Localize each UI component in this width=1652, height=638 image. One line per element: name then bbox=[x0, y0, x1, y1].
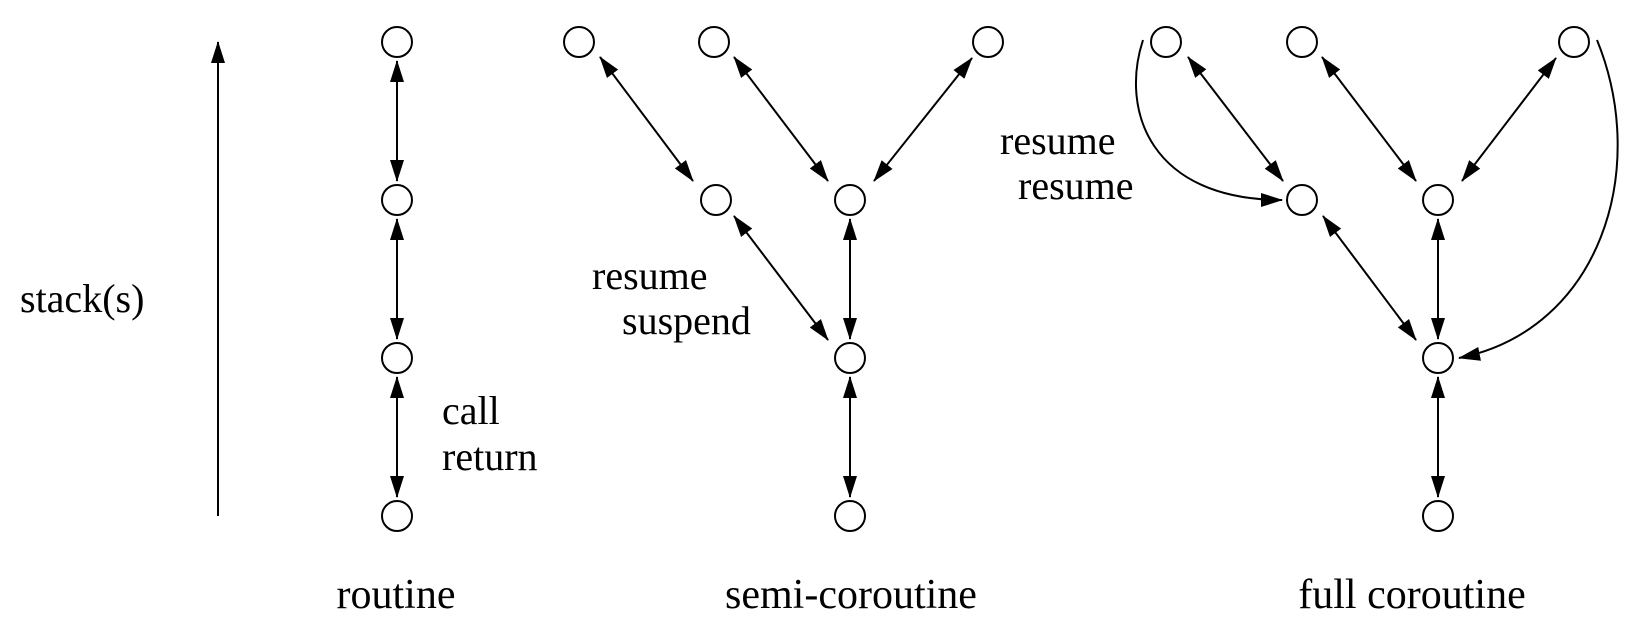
semi-coroutine-node bbox=[834, 184, 866, 216]
routine-annotation-call: call bbox=[442, 388, 500, 433]
full-coroutine-node bbox=[1422, 184, 1454, 216]
semi-coroutine-edge bbox=[733, 56, 829, 182]
full-coroutine-resume-curve bbox=[1135, 39, 1283, 207]
full-coroutine-resume-curve bbox=[1458, 39, 1619, 361]
routine-node bbox=[381, 26, 413, 58]
semi-coroutine-node bbox=[700, 184, 732, 216]
full-coroutine-edge bbox=[1187, 56, 1284, 182]
full-coroutine-node bbox=[1286, 26, 1318, 58]
full-coroutine-edge bbox=[1321, 56, 1417, 182]
routine-diagram: call return routine bbox=[337, 26, 538, 618]
full-coroutine-node bbox=[1422, 342, 1454, 374]
stack-axis: stack(s) bbox=[20, 41, 225, 516]
full-coroutine-node bbox=[1286, 184, 1318, 216]
semi-coroutine-annotation-suspend: suspend bbox=[622, 298, 751, 343]
semi-coroutine-node bbox=[972, 26, 1004, 58]
semi-coroutine-node bbox=[698, 26, 730, 58]
routine-node bbox=[381, 184, 413, 216]
routine-node bbox=[381, 500, 413, 532]
semi-coroutine-caption: semi-coroutine bbox=[725, 572, 977, 618]
semi-coroutine-edge bbox=[599, 56, 694, 182]
full-coroutine-caption: full coroutine bbox=[1298, 572, 1525, 618]
full-coroutine-annotation-resume-2: resume bbox=[1018, 163, 1134, 208]
semi-coroutine-annotation-resume: resume bbox=[592, 253, 708, 298]
full-coroutine-edge bbox=[1322, 215, 1417, 341]
routine-caption: routine bbox=[337, 572, 456, 618]
semi-coroutine-edge bbox=[873, 57, 973, 182]
full-coroutine-node bbox=[1558, 26, 1590, 58]
semi-coroutine-diagram: resume suspend semi-coroutine bbox=[563, 26, 1004, 618]
routine-annotation-return: return bbox=[442, 434, 538, 479]
full-coroutine-node bbox=[1422, 500, 1454, 532]
full-coroutine-edge bbox=[1461, 57, 1557, 182]
full-coroutine-node bbox=[1150, 26, 1182, 58]
semi-coroutine-edge bbox=[733, 215, 829, 341]
semi-coroutine-node bbox=[834, 342, 866, 374]
full-coroutine-annotation-resume-1: resume bbox=[1000, 118, 1116, 163]
routine-node bbox=[381, 342, 413, 374]
semi-coroutine-node bbox=[563, 26, 595, 58]
stack-axis-label: stack(s) bbox=[20, 276, 144, 321]
semi-coroutine-node bbox=[834, 500, 866, 532]
full-coroutine-diagram: resume resume full coroutine bbox=[1000, 26, 1619, 618]
